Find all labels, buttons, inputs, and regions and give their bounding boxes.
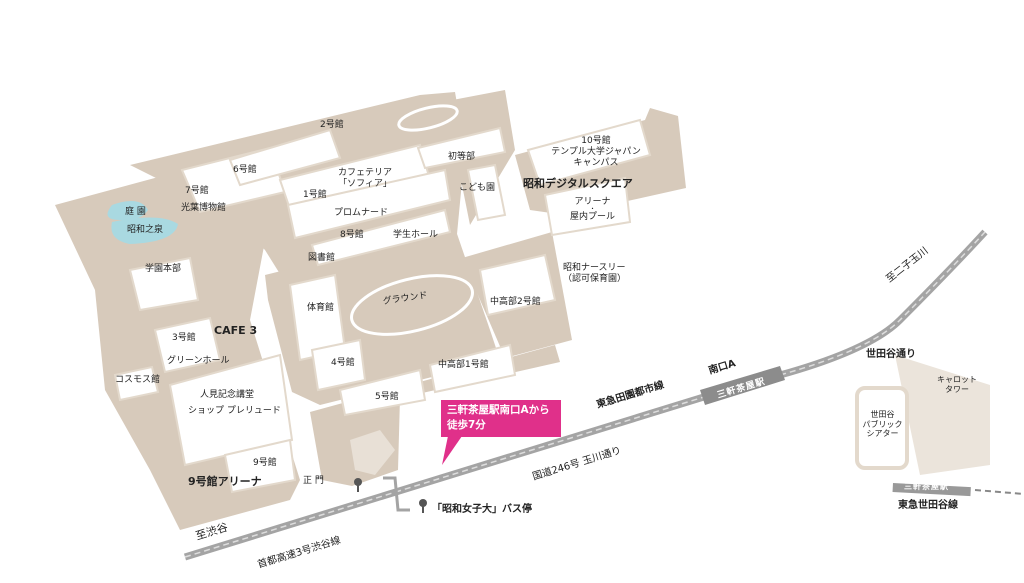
label-b9: 9号館 xyxy=(253,458,277,468)
label-cafeteria: カフェテリア「ソフィア」 xyxy=(338,168,392,190)
label-hitomi: 人見記念講堂 xyxy=(200,390,255,400)
carrot-line1: キャロット xyxy=(937,375,977,384)
label-b4: 4号館 xyxy=(331,358,355,368)
label-b8: 8号館 xyxy=(340,230,364,240)
label-museum: 光葉博物館 xyxy=(181,203,227,213)
label-cafe3: CAFE 3 xyxy=(214,324,258,337)
label-setagaya-dori: 世田谷通り xyxy=(866,349,916,360)
label-setagaya-line: 東急世田谷線 xyxy=(898,500,958,511)
label-station-setagaya-line: 三軒茶屋駅 xyxy=(904,482,949,491)
access-callout: 三軒茶屋駅南口Aから徒歩7分 xyxy=(441,400,561,437)
label-cosmos: コスモス館 xyxy=(115,375,161,385)
label-hs1: 中高部1号館 xyxy=(438,360,489,370)
callout-line2: 徒歩7分 xyxy=(447,418,486,431)
label-hs2: 中高部2号館 xyxy=(490,297,541,307)
label-kodomoen: こども園 xyxy=(459,183,496,193)
label-b1: 1号館 xyxy=(303,190,327,200)
setagaya-public-theatre xyxy=(855,386,909,470)
nursery-line2: （認可保育園） xyxy=(563,273,627,284)
label-arena9: 9号館アリーナ xyxy=(188,475,262,488)
label-arena-pool: アリーナ・屋内プール xyxy=(570,198,615,222)
label-student-hall: 学生ホール xyxy=(393,230,439,240)
label-nursery: 昭和ナースリー（認可保育園） xyxy=(563,263,626,285)
arena-line2: 屋内プール xyxy=(570,212,616,222)
label-b2: 2号館 xyxy=(320,120,344,130)
callout-tail xyxy=(442,436,462,465)
carrot-tower xyxy=(895,355,990,475)
arena-dot: ・ xyxy=(589,206,596,213)
temple-line2: キャンパス xyxy=(573,157,619,168)
roof-track xyxy=(397,104,459,132)
b10-line: 10号館 xyxy=(581,136,611,146)
label-garden: 庭 園 xyxy=(125,207,146,217)
label-main-gate: 正 門 xyxy=(303,476,324,486)
nursery-line1: 昭和ナースリー xyxy=(563,263,626,273)
setagaya-line-station-marker xyxy=(892,483,971,497)
campus-buildings xyxy=(113,118,652,494)
label-bus-stop[interactable]: 「昭和女子大」バス停 xyxy=(432,504,532,515)
cafeteria-line2: 「ソフィア」 xyxy=(338,178,392,189)
label-public-theatre: 世田谷パブリックシアター xyxy=(860,410,905,439)
label-shop: ショップ プレリュード xyxy=(188,406,281,416)
label-admin: 学園本部 xyxy=(145,264,182,274)
bus-stop-path xyxy=(383,476,410,512)
cafeteria-line1: カフェテリア xyxy=(338,168,393,178)
sangenjaya-station-marker xyxy=(700,366,785,405)
label-digital-square: 昭和デジタルスクエア xyxy=(523,177,633,190)
theatre-line1: 世田谷 xyxy=(870,410,895,419)
ground-track xyxy=(350,274,474,336)
pond-upper xyxy=(107,201,148,221)
label-b3: 3号館 xyxy=(172,333,196,343)
theatre-line3: シアター xyxy=(866,429,899,439)
label-b6: 6号館 xyxy=(233,165,257,175)
carrot-line2: タワー xyxy=(945,384,969,394)
theatre-line2: パブリック xyxy=(862,419,903,429)
label-elementary: 初等部 xyxy=(448,152,476,162)
arena-line1: アリーナ xyxy=(574,197,611,207)
label-temple: 10号館テンプル大学ジャパンキャンパス xyxy=(543,136,649,168)
label-green-hall: グリーンホール xyxy=(167,356,230,366)
label-b5: 5号館 xyxy=(375,392,399,402)
label-library: 図書館 xyxy=(308,253,336,263)
pond-showa-no-izumi xyxy=(111,217,178,244)
label-b7: 7号館 xyxy=(185,186,209,196)
label-gym: 体育館 xyxy=(307,303,335,313)
label-spring: 昭和之泉 xyxy=(127,225,164,235)
label-carrot-tower: キャロットタワー xyxy=(937,375,977,394)
bus-stop-pin-icon xyxy=(419,499,427,513)
label-promenade: プロムナード xyxy=(334,208,389,218)
plaza xyxy=(350,430,395,475)
setagaya-line xyxy=(974,489,1024,495)
temple-line1: テンプル大学ジャパン xyxy=(551,146,641,157)
gate-pin-icon xyxy=(354,478,362,492)
callout-line1: 三軒茶屋駅南口Aから xyxy=(447,404,550,416)
